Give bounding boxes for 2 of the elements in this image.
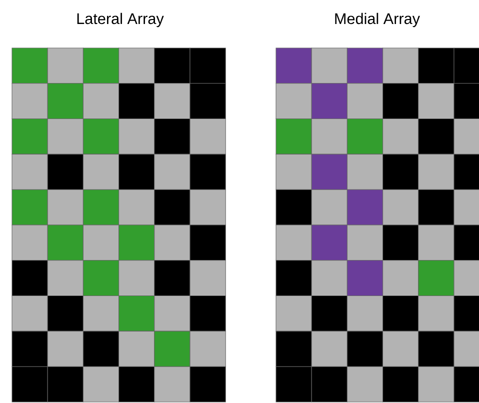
array-title: Lateral Array <box>77 12 164 28</box>
array-title: Medial Array <box>335 12 420 28</box>
